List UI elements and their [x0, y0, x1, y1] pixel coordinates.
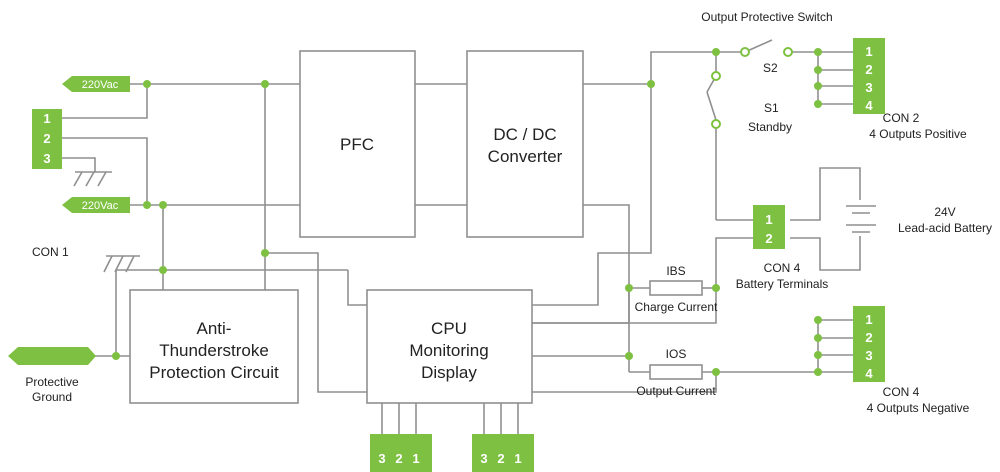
- bottom-left-pin-2: 2: [395, 451, 402, 466]
- bottom-connector-right: 3 2 1: [472, 434, 534, 472]
- battery-voltage: 24V: [934, 205, 955, 219]
- switch-contacts: [711, 47, 793, 129]
- bottom-right-pin-2: 2: [497, 451, 504, 466]
- bottom-connector-left: 3 2 1: [370, 434, 432, 472]
- con4-battery-pin-2: 2: [765, 231, 772, 246]
- con1-connector: 1 2 3: [32, 109, 62, 169]
- anti-label-line1: Anti-: [197, 319, 232, 338]
- bottom-left-pin-1: 1: [412, 451, 419, 466]
- standby-label: Standby: [748, 120, 792, 134]
- con1-pin-2: 2: [43, 131, 50, 146]
- con4-battery-pin-1: 1: [765, 212, 772, 227]
- cpu-label-line1: CPU: [431, 319, 467, 338]
- con4-neg-label-1: CON 4: [883, 385, 920, 399]
- bottom-right-pin-1: 1: [514, 451, 521, 466]
- bottom-left-pin-3: 3: [378, 451, 385, 466]
- switch-s2-label: S2: [763, 61, 778, 75]
- output-switch-title: Output Protective Switch: [701, 10, 832, 24]
- protective-ground-label-1: Protective: [25, 375, 79, 389]
- con4-neg-pin-3: 3: [865, 348, 872, 363]
- wiring: [60, 39, 876, 434]
- con2-label-1: CON 2: [883, 111, 920, 125]
- con2-pin-1: 1: [865, 44, 872, 59]
- ac-tag-bottom-text: 220Vac: [82, 200, 119, 212]
- anti-label-line3: Protection Circuit: [149, 363, 279, 382]
- battery-type: Lead-acid Battery: [898, 221, 992, 235]
- protective-ground-label-2: Ground: [32, 390, 72, 404]
- ios-label: IOS: [666, 347, 687, 361]
- dcdc-converter-block: DC / DC Converter: [466, 50, 584, 238]
- cpu-label-line2: Monitoring: [409, 341, 488, 360]
- con4-neg-label-2: 4 Outputs Negative: [867, 401, 970, 415]
- ac-tag-top: 220Vac: [62, 76, 130, 92]
- ibs-label: IBS: [666, 264, 685, 278]
- ac-tag-top-text: 220Vac: [82, 79, 119, 91]
- con4-neg-pin-4: 4: [865, 366, 873, 381]
- anti-label-line2: Thunderstroke: [159, 341, 269, 360]
- dcdc-label-line1: DC / DC: [493, 125, 556, 144]
- con4-battery-label-2: Battery Terminals: [736, 277, 828, 291]
- dcdc-label-line2: Converter: [488, 147, 563, 166]
- ios-desc: Output Current: [636, 384, 716, 398]
- bottom-right-pin-3: 3: [480, 451, 487, 466]
- con1-pin-1: 1: [43, 111, 50, 126]
- switch-s1-label: S1: [764, 101, 779, 115]
- protective-ground-tag: [8, 347, 96, 365]
- con4-battery-label-1: CON 4: [764, 261, 801, 275]
- con2-pin-2: 2: [865, 62, 872, 77]
- con1-label: CON 1: [32, 245, 69, 259]
- anti-thunderstroke-block: Anti- Thunderstroke Protection Circuit: [129, 289, 299, 404]
- pfc-label: PFC: [340, 135, 374, 154]
- junction-dots: [112, 48, 822, 376]
- ios-resistor: [649, 364, 703, 380]
- con2-connector: 1 2 3 4: [853, 38, 885, 114]
- con4-neg-pin-1: 1: [865, 312, 872, 327]
- con2-pin-3: 3: [865, 80, 872, 95]
- ibs-resistor: [649, 280, 703, 296]
- con4-negative-connector: 1 2 3 4: [853, 306, 885, 382]
- con2-pin-4: 4: [865, 98, 873, 113]
- ibs-desc: Charge Current: [635, 300, 718, 314]
- con4-battery-connector: 1 2: [753, 205, 785, 249]
- con4-neg-pin-2: 2: [865, 330, 872, 345]
- cpu-label-line3: Display: [421, 363, 477, 382]
- ac-tag-bottom: 220Vac: [62, 197, 130, 213]
- cpu-monitoring-block: CPU Monitoring Display: [366, 289, 533, 404]
- con1-pin-3: 3: [43, 151, 50, 166]
- con2-label-2: 4 Outputs Positive: [869, 127, 967, 141]
- pfc-block: PFC: [299, 50, 416, 238]
